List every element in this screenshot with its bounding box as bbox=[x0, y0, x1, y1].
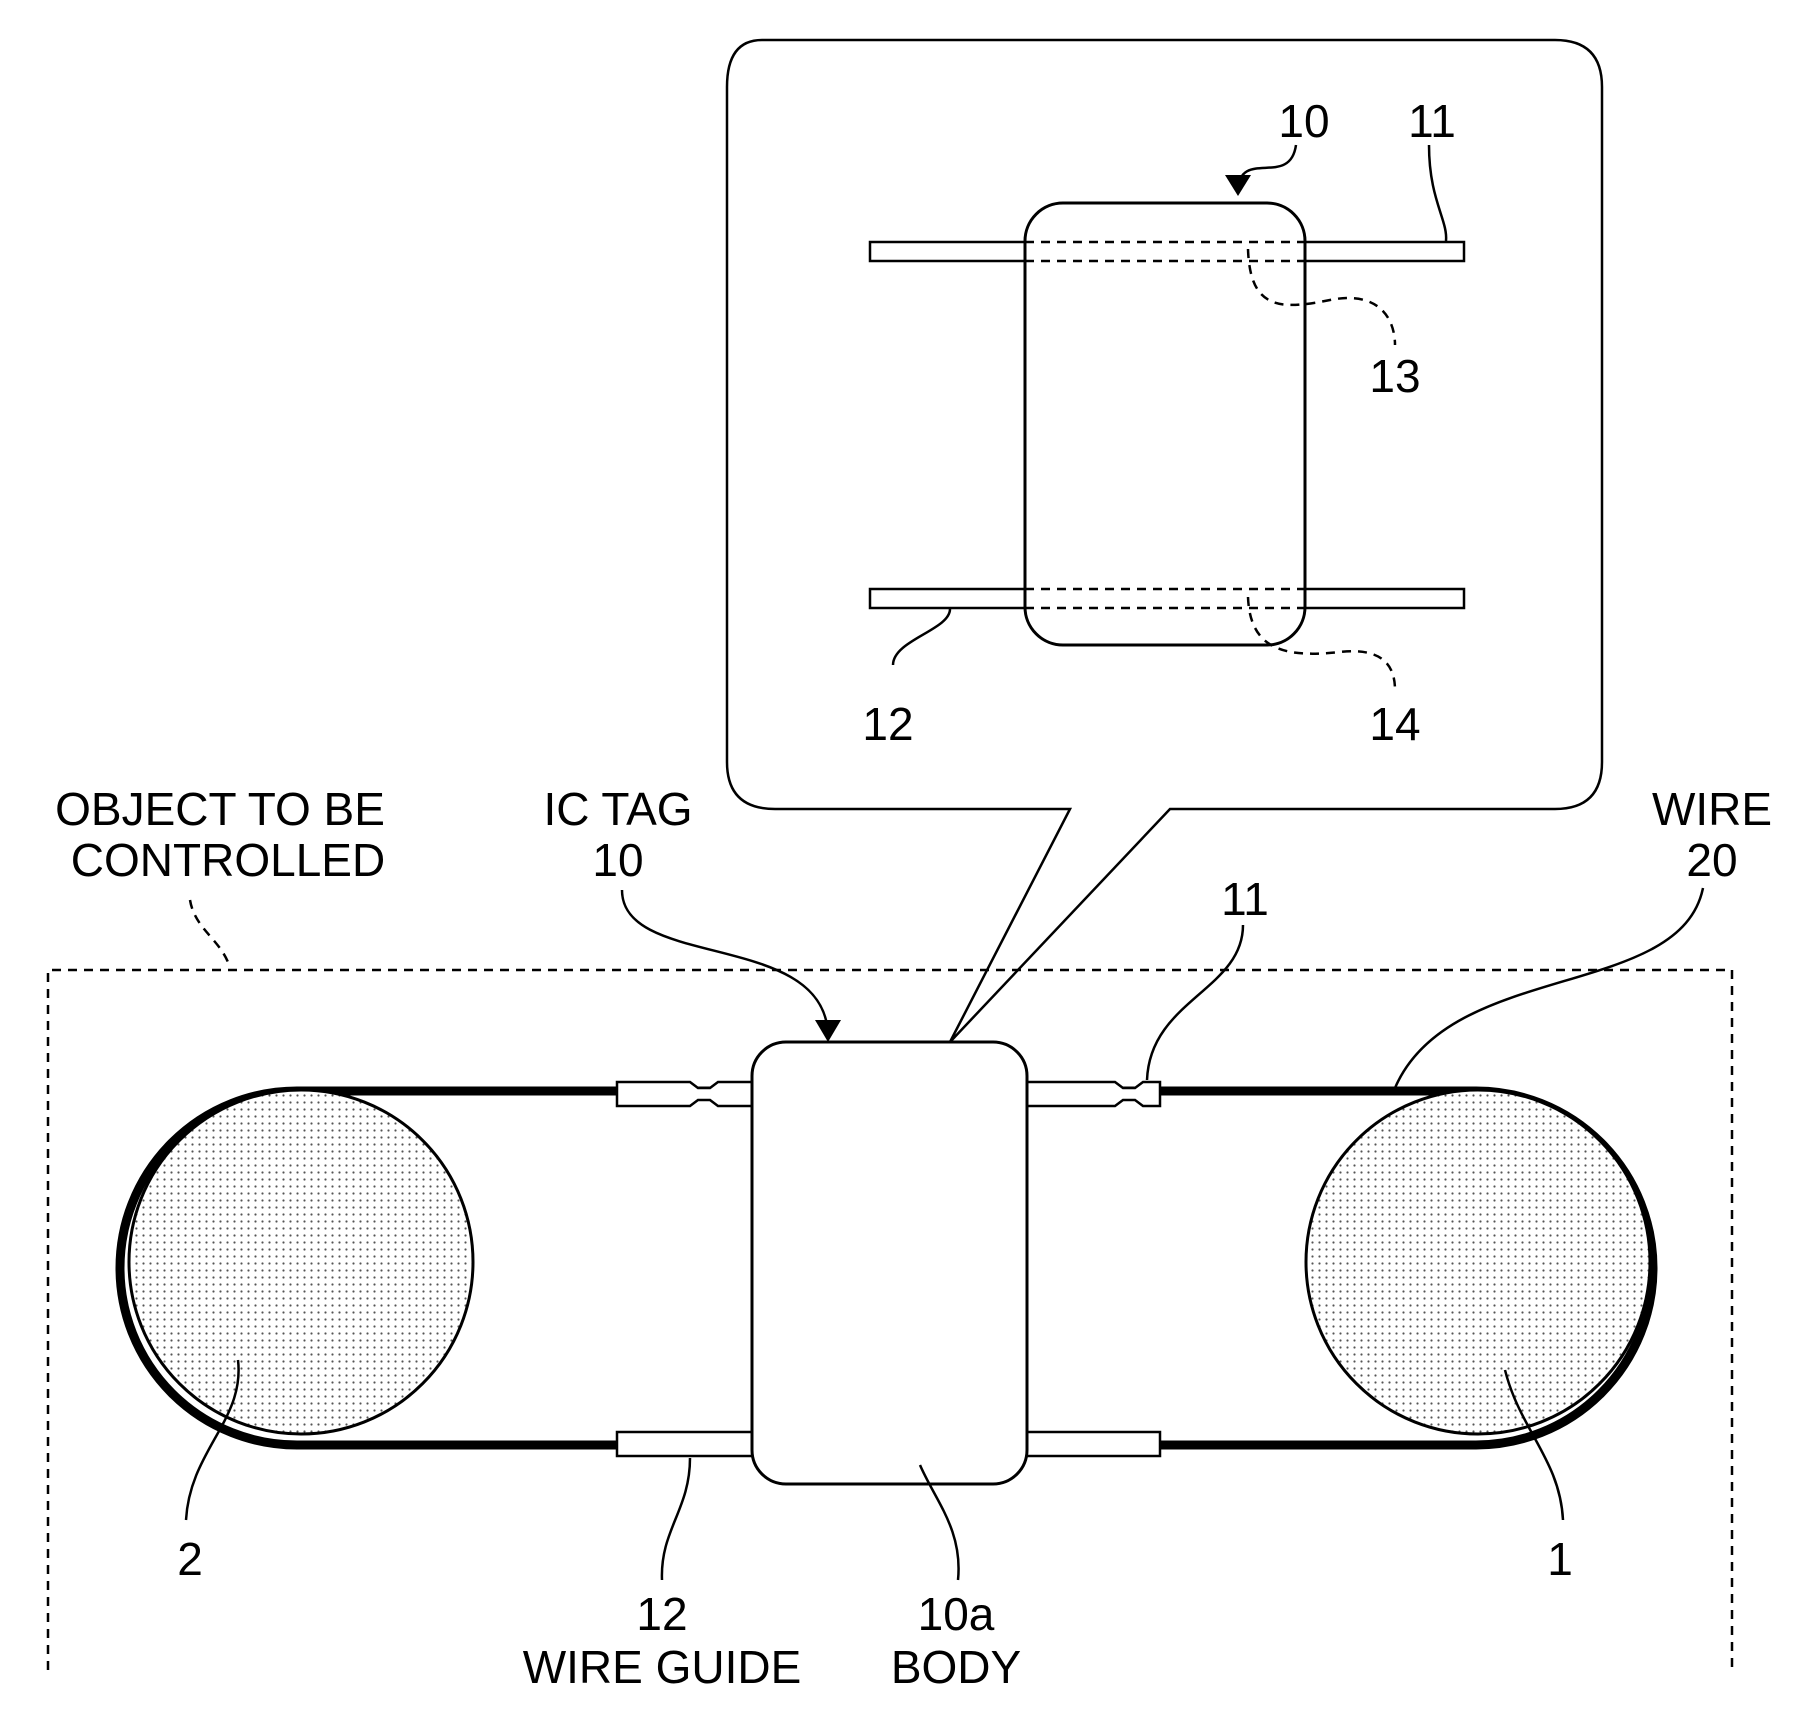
label-inset-tag: 10 bbox=[1278, 95, 1329, 147]
leader-guide12-main bbox=[662, 1458, 690, 1580]
label-ictag-line2: 10 bbox=[592, 834, 643, 886]
leader-guide11-main bbox=[1147, 925, 1243, 1080]
label-wire-line2: 20 bbox=[1686, 834, 1737, 886]
label-guide12-line2: WIRE GUIDE bbox=[523, 1641, 802, 1693]
label-guide11-main: 11 bbox=[1221, 873, 1269, 925]
pulley-right bbox=[1306, 1090, 1650, 1434]
arrowhead-ictag bbox=[815, 1020, 841, 1042]
pulley-left bbox=[129, 1090, 473, 1434]
leader-ictag bbox=[622, 890, 828, 1035]
label-ictag-line1: IC TAG bbox=[543, 783, 692, 835]
leader-object bbox=[190, 900, 230, 968]
leader-inset-tag bbox=[1238, 145, 1296, 190]
label-inset-guide12: 12 bbox=[862, 698, 913, 750]
tag-body-main bbox=[752, 1042, 1027, 1484]
arrowhead-inset-tag bbox=[1225, 175, 1251, 196]
label-wire-line1: WIRE bbox=[1652, 783, 1772, 835]
label-object-line1: OBJECT TO BE bbox=[55, 783, 385, 835]
leader-wire bbox=[1395, 888, 1703, 1088]
label-inset-hole14: 14 bbox=[1369, 698, 1420, 750]
label-inset-guide11: 11 bbox=[1408, 95, 1456, 147]
label-pulley-right: 1 bbox=[1547, 1533, 1573, 1585]
label-guide12-line1: 12 bbox=[636, 1588, 687, 1640]
inset-tag-body bbox=[1025, 203, 1305, 645]
label-object-line2: CONTROLLED bbox=[71, 834, 385, 886]
leader-inset-12 bbox=[893, 609, 950, 665]
label-inset-hole13: 13 bbox=[1369, 350, 1420, 402]
label-pulley-left: 2 bbox=[177, 1533, 203, 1585]
leader-inset-11 bbox=[1429, 145, 1446, 241]
label-body-line2: BODY bbox=[891, 1641, 1021, 1693]
label-body-line1: 10a bbox=[918, 1588, 995, 1640]
